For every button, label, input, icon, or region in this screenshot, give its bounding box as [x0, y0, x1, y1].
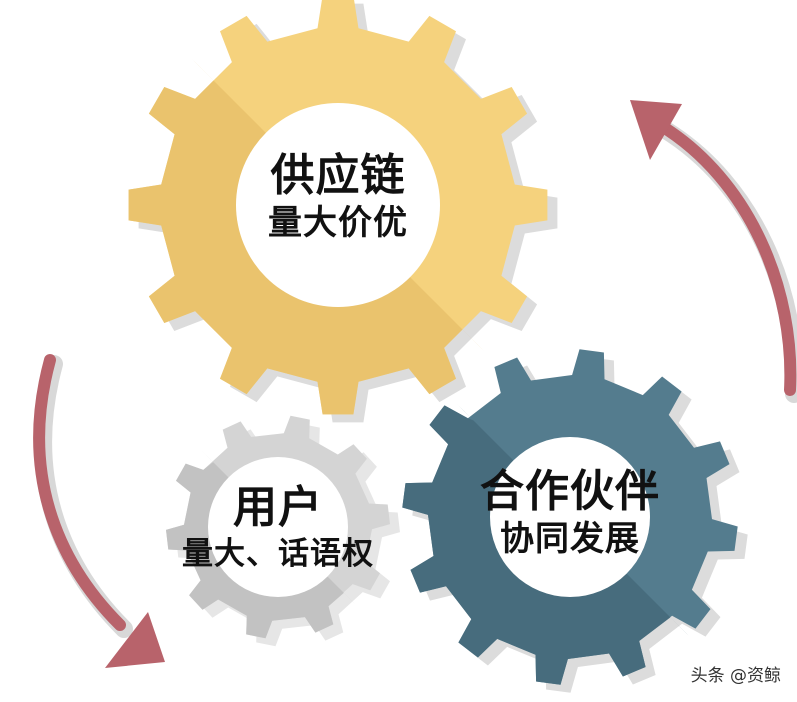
partner-gear [402, 349, 748, 693]
left-arrow-head [105, 612, 165, 668]
right-cycle-arrow [630, 100, 797, 403]
left-arrow-shaft [33, 354, 126, 631]
partner-gear-title: 合作伙伴 [480, 466, 660, 517]
user-gear-title: 用户 [233, 482, 323, 533]
supply-gear [128, 0, 558, 423]
partner-gear-hub [490, 437, 650, 597]
left-cycle-arrow [33, 354, 165, 668]
supply-gear-subtitle: 量大价优 [268, 203, 408, 243]
supply-gear-title: 供应链 [270, 150, 406, 201]
user-gear-hub [208, 457, 348, 597]
right-arrow-head [630, 100, 682, 160]
watermark: 头条 @资鲸 [690, 666, 781, 686]
user-gear-subtitle: 量大、话语权 [182, 536, 374, 572]
user-gear [166, 415, 400, 647]
partner-gear-text: 合作伙伴 协同发展 [450, 466, 690, 560]
partner-gear-subtitle: 协同发展 [500, 519, 640, 559]
supply-gear-hub [236, 103, 440, 307]
right-arrow-shaft [654, 119, 797, 396]
supply-gear-text: 供应链 量大价优 [228, 150, 448, 244]
user-gear-text: 用户 量大、话语权 [148, 482, 408, 574]
